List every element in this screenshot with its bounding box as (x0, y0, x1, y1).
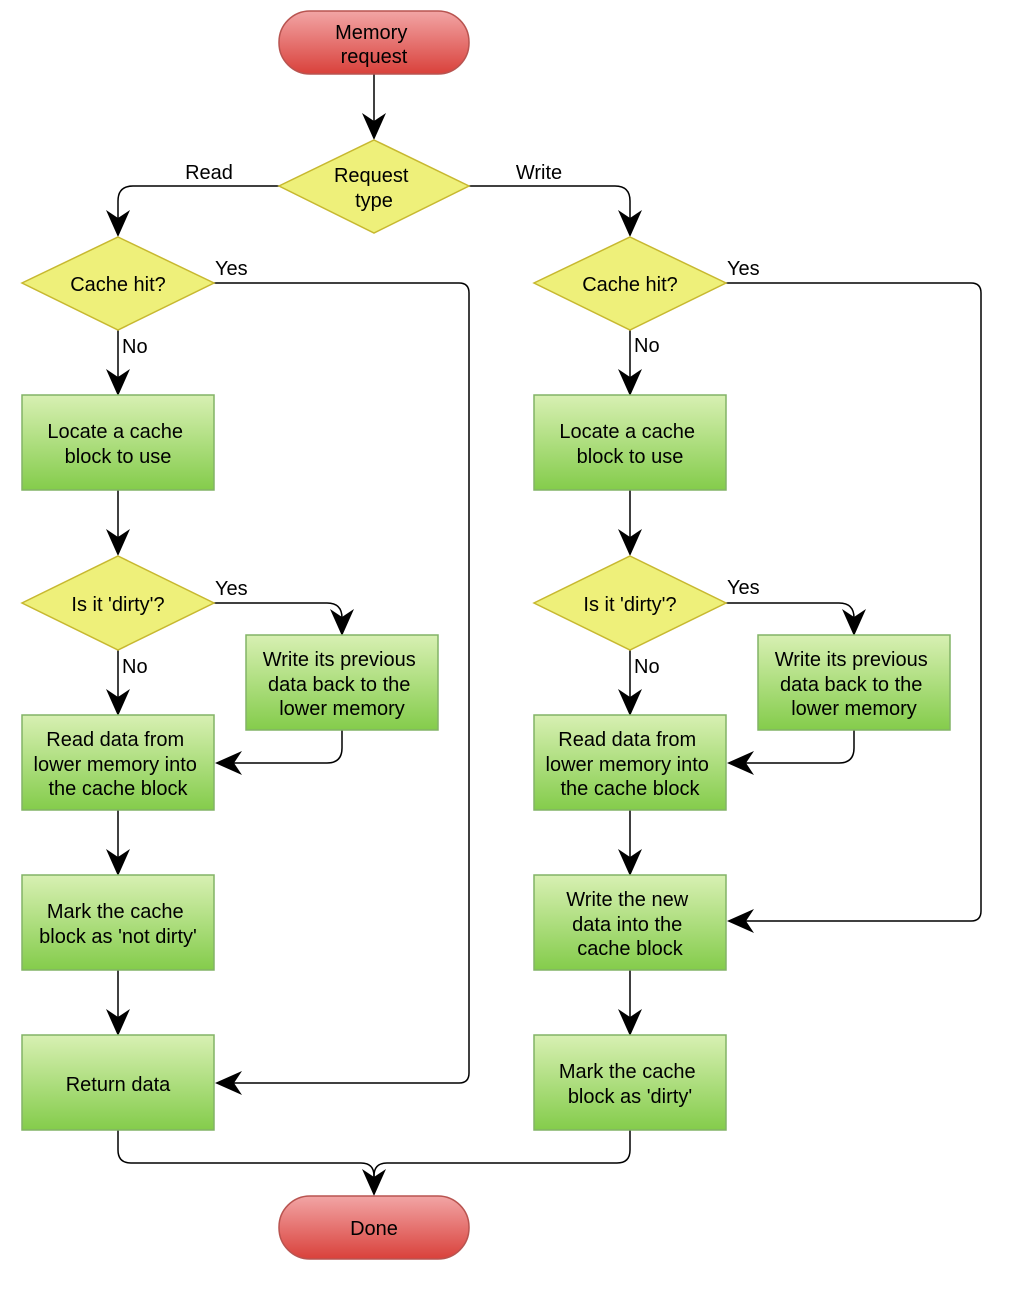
write-mark-dirty-label: Mark the cache block as 'dirty' (559, 1061, 701, 1108)
arrowhead-down (106, 1009, 130, 1036)
edge-label-write-dirty-no: No (634, 656, 660, 678)
write-cache-hit-decision (532, 236, 728, 331)
edges (117, 74, 982, 1181)
read-mark-clean-label: Mark the cache block as 'not dirty' (39, 901, 197, 948)
edge-write-writeback-to-fetch (742, 730, 855, 764)
edge-label-write: Write (516, 162, 562, 184)
arrowhead-left (727, 751, 754, 775)
edge-label-read-dirty-yes: Yes (215, 578, 248, 600)
read-cache-hit-decision (20, 236, 216, 331)
arrowhead-left (727, 909, 754, 933)
arrowhead-left (215, 751, 242, 775)
write-fetch-process (533, 714, 727, 811)
write-writeback-process (757, 634, 951, 731)
start-terminal (278, 10, 470, 75)
read-mark-clean-process (21, 874, 215, 971)
read-return-process (21, 1034, 215, 1131)
nodes (20, 10, 951, 1260)
write-writeback-label: Write its previous data back to the lowe… (775, 649, 934, 720)
edge-write-branch (469, 185, 631, 222)
write-new-data-label: Write the new data into the cache block (566, 889, 693, 960)
arrowhead-down (618, 529, 642, 556)
write-locate-process (533, 394, 727, 491)
done-terminal (278, 1195, 470, 1260)
edge-read-return-to-done (117, 1130, 375, 1181)
edge-read-writeback-to-fetch (230, 730, 343, 764)
write-cache-hit-label: Cache hit? (582, 274, 678, 296)
read-locate-process (21, 394, 215, 491)
read-writeback-label: Write its previous data back to the lowe… (263, 649, 422, 720)
read-dirty-label: Is it 'dirty'? (71, 594, 164, 616)
arrowhead-down (618, 689, 642, 716)
edge-read-hit-yes (214, 282, 470, 1084)
done-label: Done (350, 1218, 398, 1240)
edge-label-read-dirty-no: No (122, 656, 148, 678)
edge-label-write-hit-no: No (634, 335, 660, 357)
read-return-label: Return data (66, 1074, 171, 1096)
write-locate-label: Locate a cache block to use (559, 421, 700, 468)
edge-label-read: Read (185, 162, 233, 184)
request-type-decision (277, 139, 471, 234)
start-label: Memory request (335, 22, 413, 68)
write-dirty-label: Is it 'dirty'? (583, 594, 676, 616)
write-new-data-process (533, 874, 727, 971)
arrowhead-down (362, 113, 386, 140)
edge-write-mark-to-done (373, 1130, 631, 1181)
edge-label-write-hit-yes: Yes (727, 258, 760, 280)
arrowhead-down (330, 609, 354, 636)
arrowhead-down (618, 849, 642, 876)
edge-label-read-hit-no: No (122, 336, 148, 358)
arrowhead-down (362, 1169, 386, 1196)
edge-write-dirty-yes (726, 602, 855, 621)
arrowheads (106, 113, 866, 1196)
edge-read-dirty-yes (214, 602, 343, 621)
write-dirty-decision (532, 555, 728, 651)
read-dirty-decision (20, 555, 216, 651)
arrowhead-down (618, 369, 642, 396)
read-locate-label: Locate a cache block to use (47, 421, 188, 468)
arrowhead-down (106, 529, 130, 556)
read-cache-hit-label: Cache hit? (70, 274, 166, 296)
edge-label-read-hit-yes: Yes (215, 258, 248, 280)
arrowhead-left (215, 1071, 242, 1095)
read-fetch-label: Read data from lower memory into the cac… (34, 729, 203, 800)
read-fetch-process (21, 714, 215, 811)
read-writeback-process (245, 634, 439, 731)
request-type-label: Request type (334, 165, 414, 212)
node-labels: Memory request Request type Cache hit? C… (34, 22, 934, 1240)
arrowhead-down (618, 210, 642, 237)
arrowhead-down (106, 849, 130, 876)
edge-labels: Read Write Yes No Yes No Yes No Yes No (122, 162, 760, 678)
arrowhead-down (618, 1009, 642, 1036)
edge-label-write-dirty-yes: Yes (727, 577, 760, 599)
write-fetch-label: Read data from lower memory into the cac… (546, 729, 715, 800)
arrowhead-down (106, 369, 130, 396)
edge-read-branch (117, 185, 279, 222)
arrowhead-down (106, 689, 130, 716)
write-mark-dirty-process (533, 1034, 727, 1131)
arrowhead-down (842, 609, 866, 636)
arrowhead-down (106, 210, 130, 237)
edge-write-hit-yes (726, 282, 982, 922)
